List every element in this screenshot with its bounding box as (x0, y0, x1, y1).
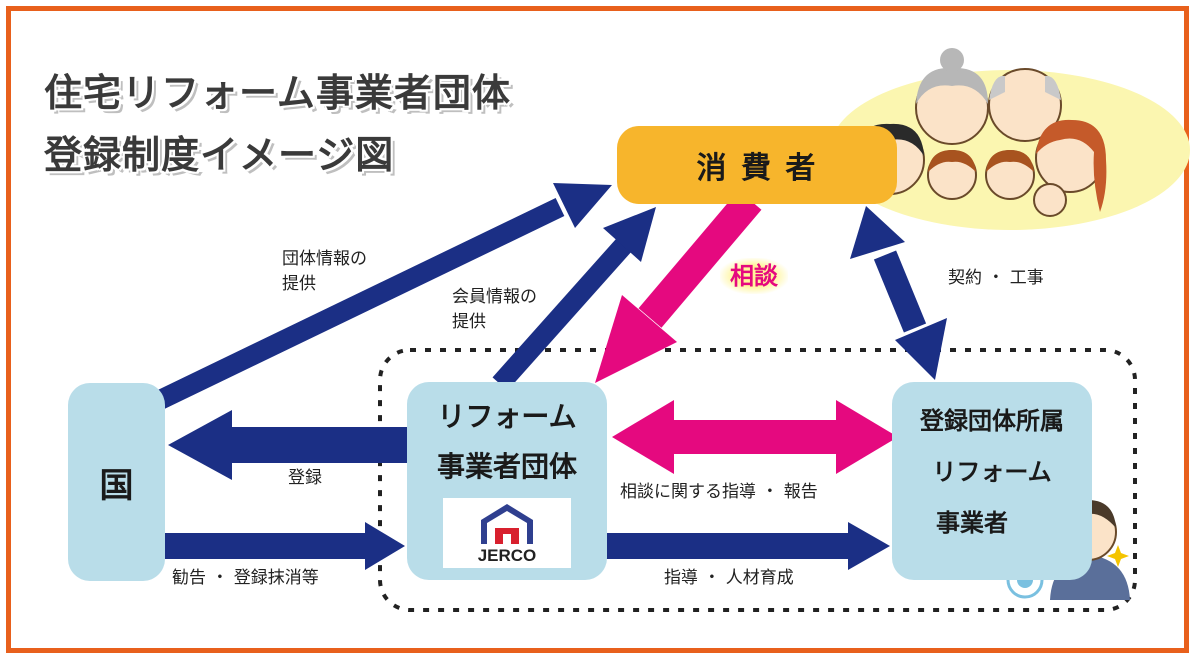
member-label-line-3: 事業者 (936, 509, 1008, 537)
member-label-line-1: 登録団体所属 (920, 407, 1064, 435)
arrow-org-to-country (168, 410, 410, 480)
member-info-line-2: 提供 (452, 312, 486, 332)
group-info-label: 団体情報の 提供 (282, 247, 367, 297)
country-label: 国 (99, 465, 134, 506)
jerco-logo-text: JERCO (477, 546, 537, 565)
group-info-line-2: 提供 (282, 274, 316, 294)
house-icon (481, 504, 533, 544)
arrow-consumer-member-double (850, 206, 947, 380)
arrow-country-to-consumer (155, 183, 612, 410)
group-dotted-border (378, 348, 1137, 612)
arrow-country-to-org (163, 522, 405, 570)
member-info-label: 会員情報の 提供 (452, 285, 537, 335)
member-info-line-1: 会員情報の (452, 287, 537, 307)
sparkle-icon (1107, 545, 1129, 567)
arrow-org-to-member (605, 522, 890, 570)
consumer-label: 消 費 者 (696, 151, 818, 186)
title-line-1: 住宅リフォーム事業者団体 (44, 71, 511, 115)
register-label: 登録 (288, 468, 322, 488)
consultation-label: 相談 (720, 258, 788, 294)
arrow-consultation (595, 190, 762, 383)
arrow-guidance-report-double (612, 400, 898, 474)
title-line-2: 登録制度イメージ図 (44, 133, 395, 177)
reform-org-box[interactable]: リフォーム 事業者団体 JERCO (407, 382, 607, 580)
guidance-hr-label: 指導 ・ 人材育成 (664, 568, 794, 588)
grandfather-face (988, 68, 1062, 142)
org-label-line-2: 事業者団体 (436, 450, 577, 483)
jerco-logo: JERCO (443, 498, 571, 568)
org-label-line-1: リフォーム (437, 400, 577, 433)
consumer-box[interactable]: 消 費 者 (617, 126, 897, 204)
member-business-box[interactable]: 登録団体所属 リフォーム 事業者 (892, 382, 1092, 580)
arrow-org-to-consumer (492, 207, 656, 391)
outer-frame (6, 6, 1189, 653)
guidance-report-label: 相談に関する指導 ・ 報告 (620, 482, 818, 502)
group-info-line-1: 団体情報の (282, 249, 367, 269)
advice-label: 勧告 ・ 登録抹消等 (172, 568, 319, 588)
contract-label: 契約 ・ 工事 (948, 268, 1044, 288)
member-label-line-2: リフォーム (932, 458, 1052, 486)
baby-face (1033, 183, 1067, 217)
country-box[interactable]: 国 (68, 383, 165, 581)
